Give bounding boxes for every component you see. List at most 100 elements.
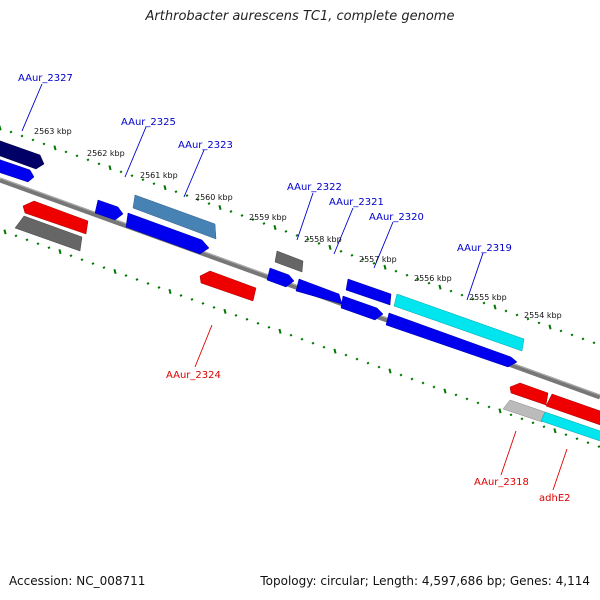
minor-tick xyxy=(141,178,145,182)
minor-tick xyxy=(350,253,354,257)
minor-tick xyxy=(597,445,600,449)
major-tick xyxy=(58,249,62,255)
leader-aaur-2323 xyxy=(183,149,205,198)
minor-tick xyxy=(251,218,255,221)
minor-tick xyxy=(36,242,40,246)
minor-tick xyxy=(25,238,29,242)
gene-label[interactable]: AAur_2324 xyxy=(166,370,221,381)
leader-aaur-2318 xyxy=(500,430,517,476)
minor-tick xyxy=(80,258,84,262)
gene-adhe2-cyan[interactable] xyxy=(540,411,600,443)
gene-label[interactable]: AAur_2327 xyxy=(18,73,73,84)
minor-tick xyxy=(124,274,128,278)
minor-tick xyxy=(515,313,519,317)
gene-label[interactable]: AAur_2321 xyxy=(329,197,384,208)
minor-tick xyxy=(454,393,458,397)
minor-tick xyxy=(9,130,13,134)
minor-tick xyxy=(86,158,90,162)
minor-tick xyxy=(289,333,293,337)
gene-reverse-a[interactable] xyxy=(22,200,89,235)
minor-tick xyxy=(234,313,238,317)
gene-label[interactable]: AAur_2323 xyxy=(178,140,233,151)
gene-aaur-2322b[interactable] xyxy=(266,267,295,288)
gene-aaur-2320b[interactable] xyxy=(340,295,384,321)
kbp-label: 2554 kbp xyxy=(524,311,562,320)
leader-aaur-2320 xyxy=(373,221,394,269)
gene-label[interactable]: adhE2 xyxy=(539,493,571,504)
gene-aaur-2326[interactable] xyxy=(0,157,35,183)
minor-tick xyxy=(476,401,480,405)
minor-tick xyxy=(31,138,35,142)
minor-tick xyxy=(284,229,288,233)
kbp-label: 2557 kbp xyxy=(359,255,397,264)
minor-tick xyxy=(157,286,161,289)
gene-label-layer: AAur_2327 AAur_2325 AAur_2323 AAur_2322 … xyxy=(18,73,571,504)
gene-aaur-2323b[interactable] xyxy=(125,212,210,255)
minor-tick xyxy=(471,297,475,301)
minor-tick xyxy=(91,262,95,266)
gene-label[interactable]: AAur_2320 xyxy=(369,212,424,223)
gene-aaur-2327[interactable] xyxy=(0,138,45,170)
minor-tick xyxy=(542,425,546,429)
minor-tick xyxy=(344,353,348,357)
inner-tick-row xyxy=(3,229,600,449)
leader-aaur-2324 xyxy=(194,324,213,368)
minor-tick xyxy=(119,170,123,174)
minor-tick xyxy=(42,142,46,146)
minor-tick xyxy=(487,405,491,409)
major-tick xyxy=(328,244,332,250)
kbp-label: 2562 kbp xyxy=(87,149,125,158)
major-tick xyxy=(438,284,442,290)
minor-tick xyxy=(416,277,420,281)
kbp-label: 2563 kbp xyxy=(34,127,72,136)
gene-label[interactable]: AAur_2325 xyxy=(121,117,176,128)
gene-aaur-2319[interactable] xyxy=(393,293,525,352)
minor-tick xyxy=(531,421,535,425)
gene-label[interactable]: AAur_2318 xyxy=(474,477,529,488)
gene-label[interactable]: AAur_2319 xyxy=(457,243,512,254)
major-tick xyxy=(273,224,277,230)
gene-aaur-2322[interactable] xyxy=(274,250,304,273)
gene-aaur-2325[interactable] xyxy=(94,199,124,221)
kbp-label: 2561 kbp xyxy=(140,171,178,180)
minor-tick xyxy=(262,222,266,225)
minor-tick xyxy=(201,301,205,305)
minor-tick xyxy=(20,134,24,138)
minor-tick xyxy=(14,234,18,238)
minor-tick xyxy=(372,261,376,265)
gene-adhe2[interactable] xyxy=(545,393,600,427)
minor-tick xyxy=(75,154,79,158)
major-tick xyxy=(548,324,552,330)
gene-aaur-2318[interactable] xyxy=(502,399,546,423)
minor-tick xyxy=(586,441,590,445)
minor-tick xyxy=(564,433,568,437)
minor-tick xyxy=(394,269,398,273)
gene-aaur-2320[interactable] xyxy=(345,278,392,306)
minor-tick xyxy=(421,381,425,385)
minor-tick xyxy=(427,281,431,285)
major-tick xyxy=(163,185,167,191)
minor-tick xyxy=(432,385,436,389)
minor-tick xyxy=(377,365,381,369)
gene-aaur-2318-part[interactable] xyxy=(509,382,549,406)
minor-tick xyxy=(465,397,469,401)
minor-tick xyxy=(295,233,299,237)
major-tick xyxy=(53,145,57,151)
gene-reverse-b[interactable] xyxy=(14,215,83,252)
minor-tick xyxy=(135,278,139,281)
minor-tick xyxy=(592,341,596,345)
major-tick xyxy=(108,165,112,171)
gene-aaur-2323[interactable] xyxy=(132,194,217,240)
gene-aaur-2319b[interactable] xyxy=(385,312,518,368)
gene-aaur-2324[interactable] xyxy=(199,270,257,302)
major-tick xyxy=(278,328,282,334)
minor-tick xyxy=(185,194,189,198)
minor-tick xyxy=(240,214,244,217)
major-tick xyxy=(443,388,447,394)
gene-label[interactable]: AAur_2322 xyxy=(287,182,342,193)
minor-tick xyxy=(355,357,359,361)
minor-tick xyxy=(361,257,365,261)
gene-aaur-2321[interactable] xyxy=(295,278,343,305)
minor-tick xyxy=(449,289,453,293)
kbp-label-layer: 2563 kbp 2562 kbp 2561 kbp 2560 kbp 2559… xyxy=(34,127,562,320)
